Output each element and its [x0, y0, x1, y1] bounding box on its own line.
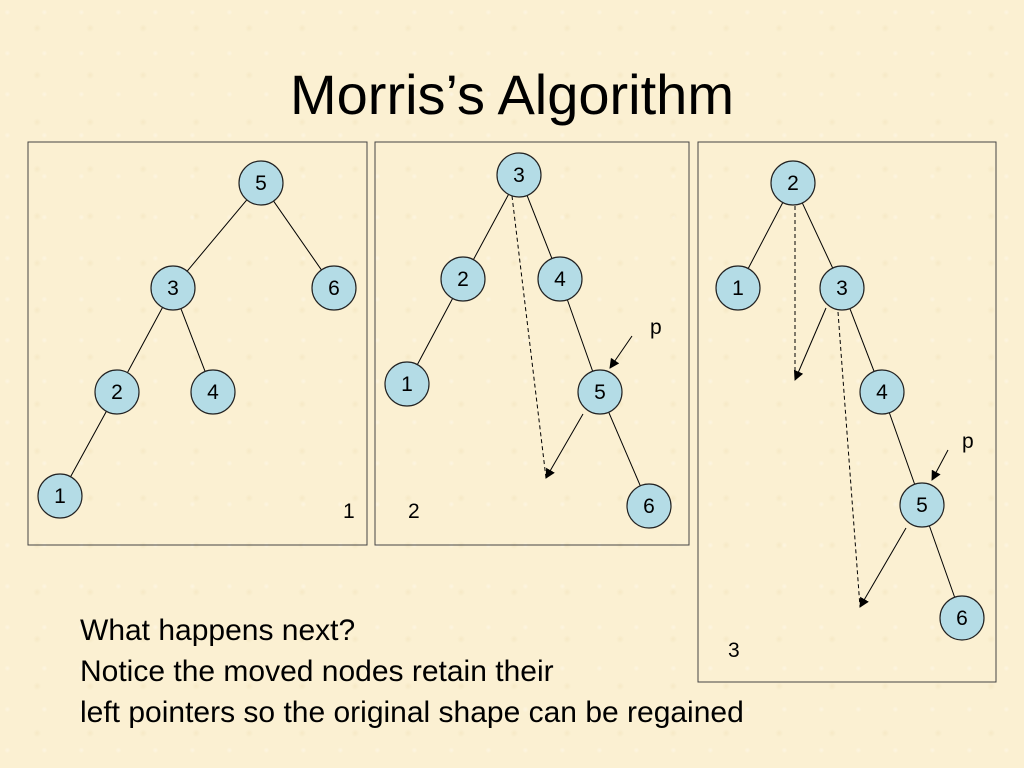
tree-edge [273, 200, 322, 271]
tree-node-label: 1 [732, 277, 744, 300]
tree-edge [849, 308, 875, 372]
tree-node: 1 [37, 473, 83, 519]
tree-edge [566, 299, 594, 372]
tree-node: 5 [577, 369, 623, 415]
tree-node-label: 1 [54, 485, 66, 508]
tree-node: 4 [190, 369, 236, 415]
tree-node-label: 3 [836, 277, 848, 300]
tree-edge [472, 194, 510, 260]
tree-node-label: 6 [643, 495, 655, 518]
panel-1-frame [27, 141, 368, 546]
tree-node: 6 [939, 595, 985, 641]
tree-node: 2 [440, 256, 486, 302]
tree-edge [526, 195, 553, 259]
left-pointer-arrow [793, 307, 827, 381]
panel-2: p 3 2 4 1 5 6 2 [374, 141, 690, 546]
p-pointer-label: p [650, 316, 662, 339]
tree-node: 1 [715, 265, 761, 311]
tree-node-label: 5 [255, 172, 267, 195]
thread-pointer [511, 195, 547, 479]
panel-2-frame [374, 141, 690, 546]
tree-node-label: 3 [167, 277, 179, 300]
p-pointer-label: p [962, 430, 974, 453]
tree-node-label: 5 [916, 494, 928, 517]
tree-edge [608, 412, 641, 486]
caption-line-3: left pointers so the original shape can … [80, 696, 744, 729]
tree-node-label: 2 [111, 381, 123, 404]
tree-node: 3 [819, 265, 865, 311]
tree-edge [416, 298, 454, 365]
p-pointer-arrow [931, 449, 949, 481]
tree-node-label: 2 [457, 268, 469, 291]
tree-node-circle [537, 256, 583, 302]
tree-node-circle [626, 483, 672, 529]
caption-line-2: Notice the moved nodes retain their [80, 655, 554, 688]
tree-node-label: 4 [207, 381, 219, 404]
tree-node-circle [238, 160, 284, 206]
tree-node-circle [859, 369, 905, 415]
tree-node-label: 1 [401, 373, 413, 396]
tree-node-circle [770, 160, 816, 206]
thread-pointer [837, 311, 861, 608]
tree-edge [747, 202, 784, 269]
tree-node: 3 [150, 265, 196, 311]
panel-3: p 2 1 3 4 5 6 3 [697, 141, 997, 683]
tree-node-circle [37, 473, 83, 519]
tree-node: 6 [311, 265, 357, 311]
tree-edge [186, 199, 248, 272]
tree-node-label: 4 [876, 381, 888, 404]
tree-node: 5 [238, 160, 284, 206]
left-pointer-arrow [545, 413, 584, 479]
tree-node-label: 6 [328, 277, 340, 300]
tree-node: 6 [626, 483, 672, 529]
left-pointer-arrow [859, 527, 907, 608]
tree-edge [928, 525, 956, 598]
panel-1-number: 1 [343, 500, 355, 523]
tree-node: 5 [899, 482, 945, 528]
tree-node-label: 2 [787, 172, 799, 195]
panel-3-frame [697, 141, 997, 683]
tree-node-circle [94, 369, 140, 415]
tree-node-circle [577, 369, 623, 415]
panel-1: 5 3 6 2 4 1 1 [27, 141, 368, 546]
tree-node: 3 [496, 152, 542, 198]
tree-node-circle [715, 265, 761, 311]
tree-node-circle [899, 482, 945, 528]
tree-node-circle [384, 361, 430, 407]
tree-node-circle [190, 369, 236, 415]
p-pointer-arrow [609, 335, 633, 369]
tree-node-circle [150, 265, 196, 311]
tree-node-label: 4 [554, 268, 566, 291]
tree-node-circle [496, 152, 542, 198]
tree-edge [126, 307, 164, 373]
tree-edge [70, 411, 107, 477]
tree-node-circle [819, 265, 865, 311]
tree-node-circle [311, 265, 357, 311]
tree-edge [801, 202, 834, 269]
caption-line-1: What happens next? [80, 614, 356, 647]
panel-3-number: 3 [728, 639, 740, 662]
tree-node: 4 [537, 256, 583, 302]
tree-node-label: 5 [594, 381, 606, 404]
slide-title: Morris’s Algorithm [290, 63, 734, 126]
tree-node-circle [440, 256, 486, 302]
caption: What happens next? Notice the moved node… [80, 610, 744, 733]
tree-edge [888, 412, 916, 485]
tree-node: 2 [94, 369, 140, 415]
tree-edge [180, 308, 206, 372]
tree-node: 4 [859, 369, 905, 415]
panel-2-number: 2 [408, 500, 420, 523]
tree-node-circle [939, 595, 985, 641]
tree-node-label: 3 [513, 164, 525, 187]
tree-node: 2 [770, 160, 816, 206]
tree-node-label: 6 [956, 607, 968, 630]
tree-node: 1 [384, 361, 430, 407]
